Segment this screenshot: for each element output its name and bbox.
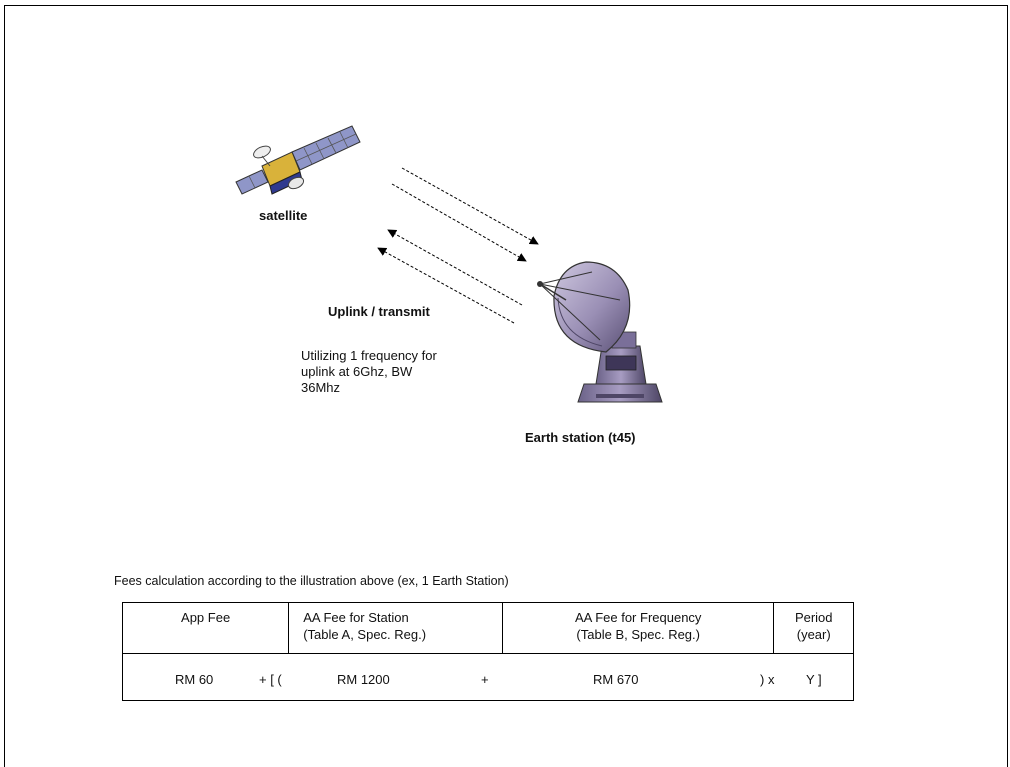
page-frame [4, 5, 1008, 767]
header-period-line2: (year) [796, 627, 831, 642]
header-station-line2: (Table A, Spec. Reg.) [303, 627, 427, 642]
value-app-fee: RM 60 [175, 672, 214, 687]
utilization-note: Utilizing 1 frequency for uplink at 6Ghz… [301, 348, 437, 396]
header-frequency-line2: (Table B, Spec. Reg.) [576, 627, 700, 642]
operator-open: + [ ( [259, 672, 282, 687]
fees-caption: Fees calculation according to the illust… [114, 574, 509, 588]
uplink-arrow-1 [387, 229, 523, 306]
earth-station-dish-icon [537, 261, 663, 403]
fees-header-row: App Fee AA Fee for Station (Table A, Spe… [121, 602, 854, 654]
header-frequency-fee: AA Fee for Frequency (Table B, Spec. Reg… [501, 602, 775, 654]
fees-value-row: RM 60 + [ ( RM 1200 + RM 670 ) x Y ] [122, 653, 854, 701]
value-frequency-fee: RM 670 [593, 672, 639, 687]
fees-table: App Fee AA Fee for Station (Table A, Spe… [121, 602, 854, 701]
header-station-fee: AA Fee for Station (Table A, Spec. Reg.) [288, 602, 503, 654]
header-app-fee: App Fee [121, 602, 290, 654]
utilization-line-3: 36Mhz [301, 380, 341, 395]
fees-values-cell: RM 60 + [ ( RM 1200 + RM 670 ) x Y ] [122, 653, 854, 701]
value-station-fee: RM 1200 [337, 672, 390, 687]
downlink-arrow-2 [391, 183, 527, 262]
satellite-label: satellite [259, 208, 308, 223]
satellite-icon [235, 125, 361, 195]
utilization-line-2: uplink at 6Ghz, BW [301, 364, 413, 379]
header-period-line1: Period [794, 610, 833, 625]
operator-plus: + [481, 672, 489, 687]
header-frequency-line1: AA Fee for Frequency [574, 610, 702, 625]
downlink-arrow-1 [401, 167, 539, 245]
header-station-line1: AA Fee for Station [303, 610, 409, 625]
header-period: Period (year) [773, 602, 854, 654]
header-app-fee-text: App Fee [181, 610, 231, 625]
uplink-arrow-2 [377, 247, 515, 324]
uplink-label: Uplink / transmit [328, 304, 430, 319]
earth-station-label: Earth station (t45) [525, 430, 636, 445]
value-period: Y ] [806, 672, 822, 687]
utilization-line-1: Utilizing 1 frequency for [301, 348, 437, 363]
operator-close: ) x [760, 672, 775, 687]
